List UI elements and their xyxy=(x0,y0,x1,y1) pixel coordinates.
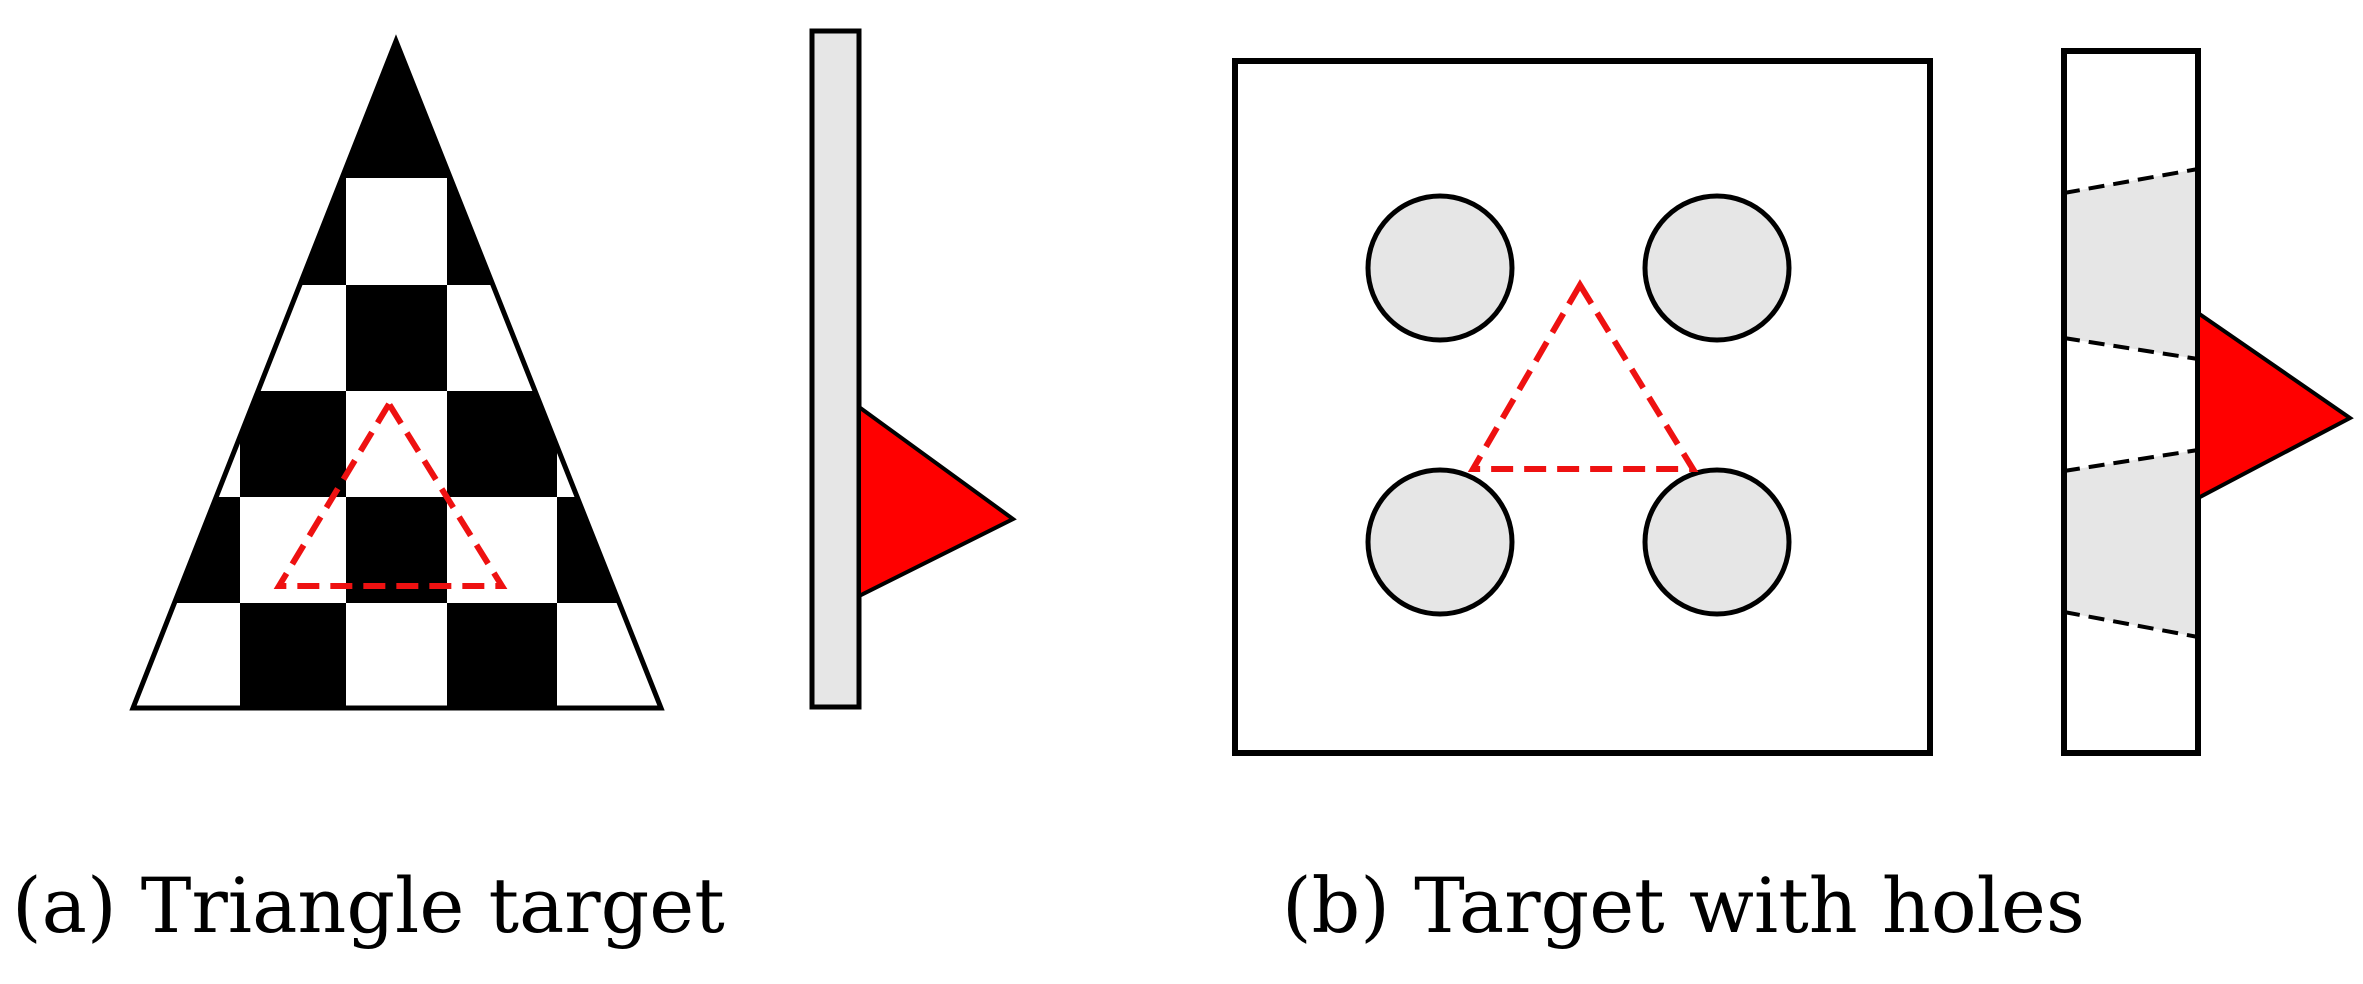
hole-top-right xyxy=(1642,193,1792,343)
square-target-outline xyxy=(1232,58,1933,756)
hole-section-upper xyxy=(2064,169,2198,359)
hole-bottom-right xyxy=(1642,467,1792,617)
hole-dashed-edges xyxy=(2063,167,2199,639)
thick-plate-side xyxy=(2064,51,2198,753)
dashed-marker-triangle-b xyxy=(1467,279,1699,472)
hole-bottom-left xyxy=(1365,467,1515,617)
hole-top-left xyxy=(1365,193,1515,343)
triangle-target-outline xyxy=(129,34,665,711)
checkerboard-pattern xyxy=(133,41,661,708)
caption-b: (b) Target with holes xyxy=(1282,861,2085,950)
red-marker-triangle-a xyxy=(857,403,1017,600)
holes-target-side-view xyxy=(2061,48,2354,756)
triangle-target xyxy=(129,34,665,711)
dashed-marker-triangle-a xyxy=(273,398,508,589)
thin-plate-side xyxy=(809,28,862,710)
red-marker-triangle-b xyxy=(2196,309,2354,502)
triangle-target-side-view xyxy=(809,28,1017,710)
caption-a: (a) Triangle target xyxy=(12,861,725,950)
holes-target xyxy=(1232,58,1933,756)
hole-section-lower xyxy=(2064,450,2198,637)
